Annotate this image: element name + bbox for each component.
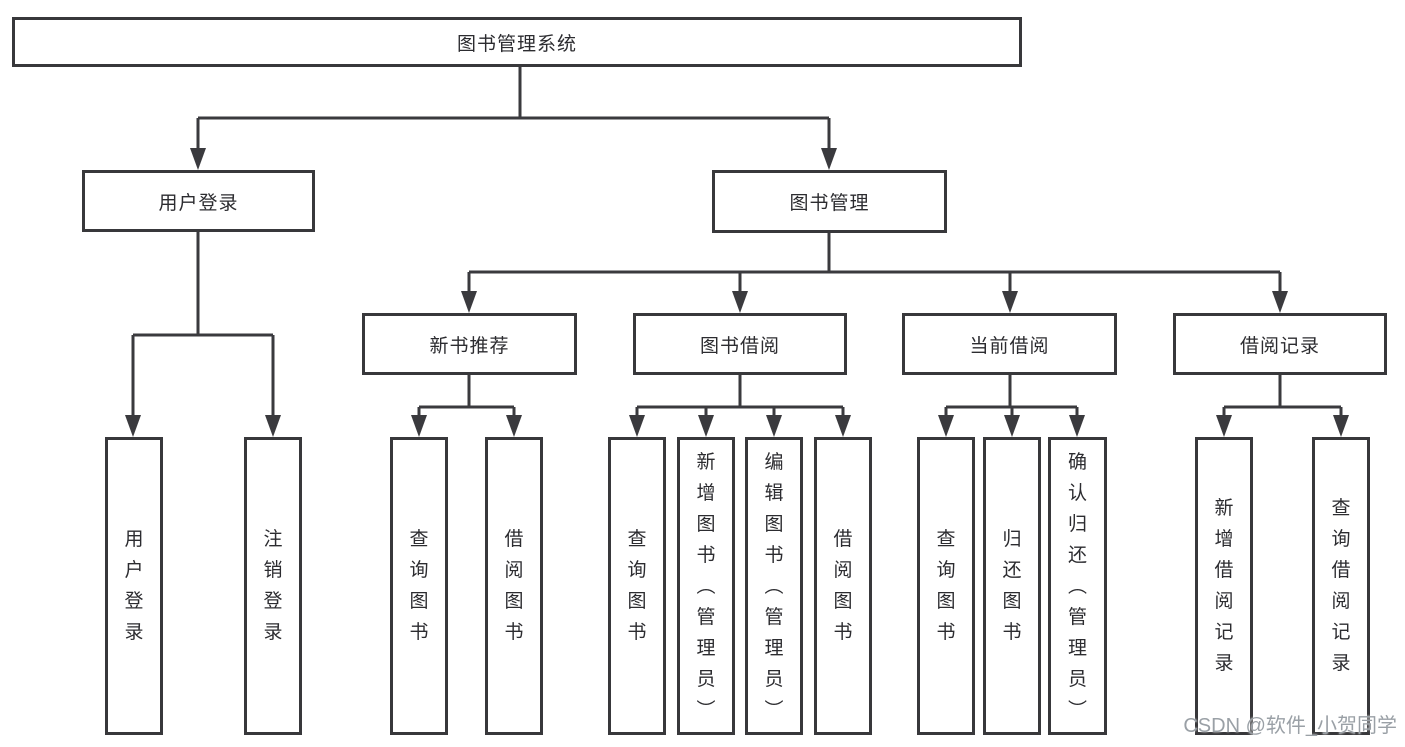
node-leaf-borrow-books-2: 借 阅 图 书 xyxy=(814,437,872,735)
arrow-icon xyxy=(411,415,427,437)
csdn-watermark: CSDN @软件_小贺同学 xyxy=(1183,715,1397,737)
node-label: 查 询 图 书 xyxy=(627,529,647,643)
arrow-icon xyxy=(821,148,837,170)
node-leaf-add-borrow-record: 新 增 借 阅 记 录 xyxy=(1195,437,1253,735)
node-label: 借阅记录 xyxy=(1239,335,1320,357)
node-label: 用户登录 xyxy=(158,192,239,214)
node-label: 编 辑 图 书 ︵ 管 理 员 ︶ xyxy=(764,451,784,721)
node-book-borrowing: 图书借阅 xyxy=(633,313,847,375)
node-label: 查 询 图 书 xyxy=(409,529,429,643)
arrow-icon xyxy=(265,415,281,437)
node-leaf-query-borrow-record: 查 询 借 阅 记 录 xyxy=(1312,437,1370,735)
arrow-icon xyxy=(732,291,748,313)
node-book-management: 图书管理 xyxy=(712,170,947,233)
arrow-icon xyxy=(835,415,851,437)
arrow-icon xyxy=(1333,415,1349,437)
arrow-icon xyxy=(506,415,522,437)
node-leaf-return-books: 归 还 图 书 xyxy=(983,437,1041,735)
node-label: 归 还 图 书 xyxy=(1002,529,1022,643)
arrow-icon xyxy=(461,291,477,313)
arrow-icon xyxy=(190,148,206,170)
node-label: 查 询 借 阅 记 录 xyxy=(1331,498,1351,674)
node-label: 图书管理系统 xyxy=(456,33,577,55)
node-leaf-add-books-admin: 新 增 图 书 ︵ 管 理 员 ︶ xyxy=(677,437,735,735)
arrow-icon xyxy=(1004,415,1020,437)
node-label: 图书借阅 xyxy=(699,335,780,357)
node-label: 图书管理 xyxy=(789,193,870,214)
node-label: 新书推荐 xyxy=(429,335,510,357)
arrow-icon xyxy=(1272,291,1288,313)
node-new-book-recommend: 新书推荐 xyxy=(362,313,577,375)
arrow-icon xyxy=(1216,415,1232,437)
node-leaf-borrow-books-1: 借 阅 图 书 xyxy=(485,437,543,735)
arrowheads xyxy=(125,148,1349,437)
node-library-system: 图书管理系统 xyxy=(12,17,1022,67)
arrow-icon xyxy=(698,415,714,437)
node-label: 注 销 登 录 xyxy=(263,529,283,643)
node-leaf-logout: 注 销 登 录 xyxy=(244,437,302,735)
node-borrow-records: 借阅记录 xyxy=(1173,313,1387,375)
node-current-borrowing: 当前借阅 xyxy=(902,313,1117,375)
node-label: 当前借阅 xyxy=(969,335,1050,357)
arrow-icon xyxy=(1069,415,1085,437)
node-leaf-confirm-return-admin: 确 认 归 还 ︵ 管 理 员 ︶ xyxy=(1048,437,1107,735)
node-user-login: 用户登录 xyxy=(82,170,315,232)
node-label: 借 阅 图 书 xyxy=(504,529,524,643)
arrow-icon xyxy=(938,415,954,437)
node-leaf-user-login: 用 户 登 录 xyxy=(105,437,163,735)
arrow-icon xyxy=(125,415,141,437)
node-label: 确 认 归 还 ︵ 管 理 员 ︶ xyxy=(1067,451,1087,721)
node-label: 新 增 图 书 ︵ 管 理 员 ︶ xyxy=(696,451,716,721)
node-leaf-edit-books-admin: 编 辑 图 书 ︵ 管 理 员 ︶ xyxy=(745,437,803,735)
arrow-icon xyxy=(1002,291,1018,313)
node-label: 借 阅 图 书 xyxy=(833,529,853,643)
node-leaf-query-books-3: 查 询 图 书 xyxy=(917,437,975,735)
node-leaf-query-books-1: 查 询 图 书 xyxy=(390,437,448,735)
node-label: 查 询 图 书 xyxy=(936,529,956,643)
arrow-icon xyxy=(629,415,645,437)
arrow-icon xyxy=(766,415,782,437)
node-leaf-query-books-2: 查 询 图 书 xyxy=(608,437,666,735)
node-label: 新 增 借 阅 记 录 xyxy=(1214,498,1234,674)
node-label: 用 户 登 录 xyxy=(124,529,144,643)
